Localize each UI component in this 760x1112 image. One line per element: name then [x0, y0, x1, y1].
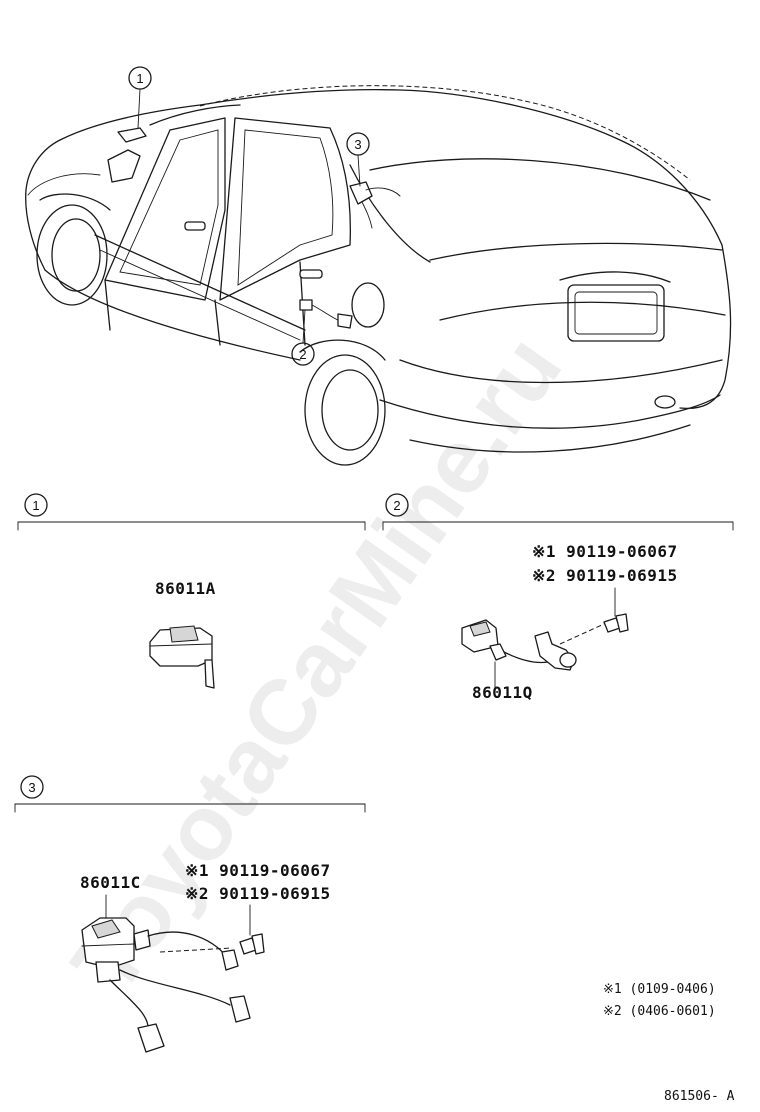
part-86011C-drawing[interactable]: [81, 917, 265, 1053]
bolt-1-section-2: ※1 90119-06067: [532, 542, 678, 561]
bolt-1-section-3: ※1 90119-06067: [185, 861, 331, 880]
part-86011A-label: 86011A: [155, 579, 216, 598]
legend: ※1 (0109-0406) ※2 (0406-0601): [603, 982, 716, 1019]
section-1: 1 86011A: [17, 493, 366, 689]
bolt-2-section-3: ※2 90119-06915: [185, 884, 331, 903]
callout-1-label: 1: [136, 71, 143, 86]
watermark: ToyotaCarMine.ru: [53, 318, 581, 1012]
section-3: 3 86011C ※1 90119-06067 ※2 90119-06915: [14, 775, 366, 1053]
diagram-id: 861506- A: [664, 1089, 735, 1104]
part-86011Q-drawing[interactable]: [461, 613, 629, 671]
section-2-number: 2: [393, 498, 400, 513]
bolt-2-section-2: ※2 90119-06915: [532, 566, 678, 585]
legend-note-2: ※2 (0406-0601): [603, 1004, 716, 1019]
section-2: 2 ※1 90119-06067 ※2 90119-06915 86011Q: [382, 493, 734, 702]
part-86011A-drawing[interactable]: [149, 625, 215, 689]
section-3-number: 3: [28, 780, 35, 795]
callout-2-label: 2: [299, 347, 306, 362]
part-86011C-label: 86011C: [80, 873, 141, 892]
car-illustration: [25, 85, 732, 466]
part-86011Q-label: 86011Q: [472, 683, 533, 702]
section-1-number: 1: [32, 498, 39, 513]
callout-1[interactable]: 1: [128, 66, 152, 129]
callout-3-label: 3: [354, 137, 361, 152]
callout-3[interactable]: 3: [346, 132, 370, 187]
callout-2[interactable]: 2: [291, 309, 315, 366]
legend-note-1: ※1 (0109-0406): [603, 982, 716, 997]
